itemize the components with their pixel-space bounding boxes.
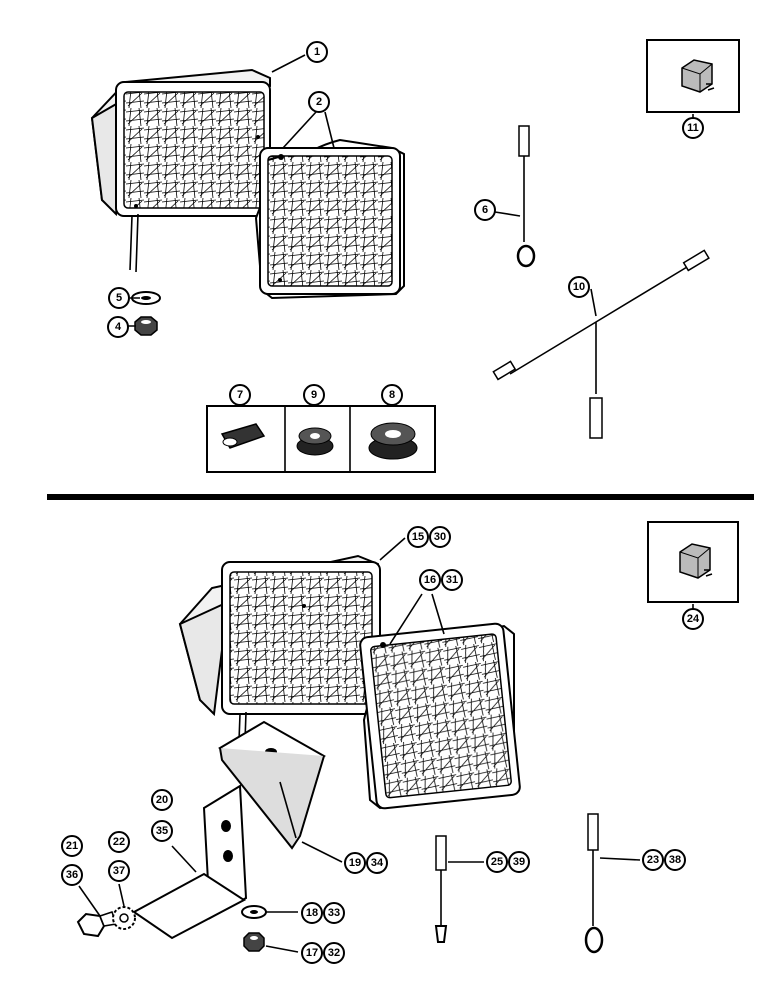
- svg-text:31: 31: [446, 574, 458, 586]
- washer: [131, 291, 161, 305]
- svg-text:8: 8: [389, 389, 395, 401]
- svg-text:37: 37: [113, 865, 125, 877]
- work-lamp-housing-lower: [178, 554, 381, 771]
- svg-text:1: 1: [314, 46, 320, 58]
- callout-21: 21: [61, 835, 83, 857]
- svg-text:19: 19: [349, 857, 361, 869]
- svg-text:16: 16: [424, 574, 436, 586]
- callout-36: 36: [61, 864, 83, 886]
- callout-32: 32: [323, 942, 345, 964]
- callout-6: 6: [474, 199, 496, 221]
- spade-terminal-lead: [434, 835, 448, 943]
- lamp-lens-assembly-lower: [359, 622, 521, 810]
- tee-harness: [492, 249, 710, 439]
- svg-text:32: 32: [328, 947, 340, 959]
- callout-19: 19: [344, 852, 366, 874]
- svg-text:9: 9: [311, 389, 317, 401]
- svg-text:30: 30: [434, 531, 446, 543]
- callout-8: 8: [381, 384, 403, 406]
- hardware-panel: [206, 405, 436, 473]
- callout-7: 7: [229, 384, 251, 406]
- svg-text:6: 6: [482, 204, 488, 216]
- callout-33: 33: [323, 902, 345, 924]
- svg-text:5: 5: [116, 292, 122, 304]
- callout-1: 1: [306, 41, 328, 63]
- callout-30: 30: [429, 526, 451, 548]
- svg-text:21: 21: [66, 840, 78, 852]
- svg-text:33: 33: [328, 907, 340, 919]
- callout-38: 38: [664, 849, 686, 871]
- callout-37: 37: [108, 860, 130, 882]
- callout-35: 35: [151, 820, 173, 842]
- angle-plate: [132, 784, 248, 940]
- callout-24: 24: [682, 608, 704, 630]
- svg-text:7: 7: [237, 389, 243, 401]
- callout-15: 15: [407, 526, 429, 548]
- relay-box: [646, 39, 740, 113]
- svg-text:35: 35: [156, 825, 168, 837]
- callout-9: 9: [303, 384, 325, 406]
- svg-text:38: 38: [669, 854, 681, 866]
- ring-terminal-lead-lower: [584, 813, 604, 954]
- svg-text:39: 39: [513, 856, 525, 868]
- svg-text:4: 4: [115, 321, 122, 333]
- svg-text:23: 23: [647, 854, 659, 866]
- callout-25: 25: [486, 851, 508, 873]
- svg-text:25: 25: [491, 856, 503, 868]
- callout-39: 39: [508, 851, 530, 873]
- callout-20: 20: [151, 789, 173, 811]
- svg-text:22: 22: [113, 836, 125, 848]
- svg-text:20: 20: [156, 794, 168, 806]
- svg-text:18: 18: [306, 907, 318, 919]
- svg-text:24: 24: [687, 613, 700, 625]
- svg-text:36: 36: [66, 869, 78, 881]
- callout-4: 4: [107, 316, 129, 338]
- lamp-lens-assembly: [254, 138, 405, 300]
- svg-text:15: 15: [412, 531, 424, 543]
- svg-text:11: 11: [687, 122, 699, 134]
- mounting-bracket-upper: [218, 720, 326, 850]
- callout-17: 17: [301, 942, 323, 964]
- hex-nut-lower: [243, 932, 265, 952]
- svg-text:17: 17: [306, 947, 318, 959]
- hex-bolt: [76, 911, 117, 938]
- washer-lower: [241, 905, 267, 919]
- callout-23: 23: [642, 849, 664, 871]
- callout-22: 22: [108, 831, 130, 853]
- work-lamp-housing: [90, 68, 271, 273]
- hex-nut: [134, 316, 158, 336]
- section-divider: [47, 494, 754, 500]
- lock-washer: [112, 906, 136, 930]
- callout-31: 31: [441, 569, 463, 591]
- svg-text:10: 10: [573, 281, 585, 293]
- callout-11: 11: [682, 117, 704, 139]
- svg-text:2: 2: [316, 96, 322, 108]
- callout-18: 18: [301, 902, 323, 924]
- callout-5: 5: [108, 287, 130, 309]
- callout-34: 34: [366, 852, 388, 874]
- ring-terminal-lead: [516, 125, 536, 268]
- relay-box-lower: [647, 521, 739, 603]
- callout-10: 10: [568, 276, 590, 298]
- callout-2: 2: [308, 91, 330, 113]
- svg-text:34: 34: [371, 857, 384, 869]
- callout-16: 16: [419, 569, 441, 591]
